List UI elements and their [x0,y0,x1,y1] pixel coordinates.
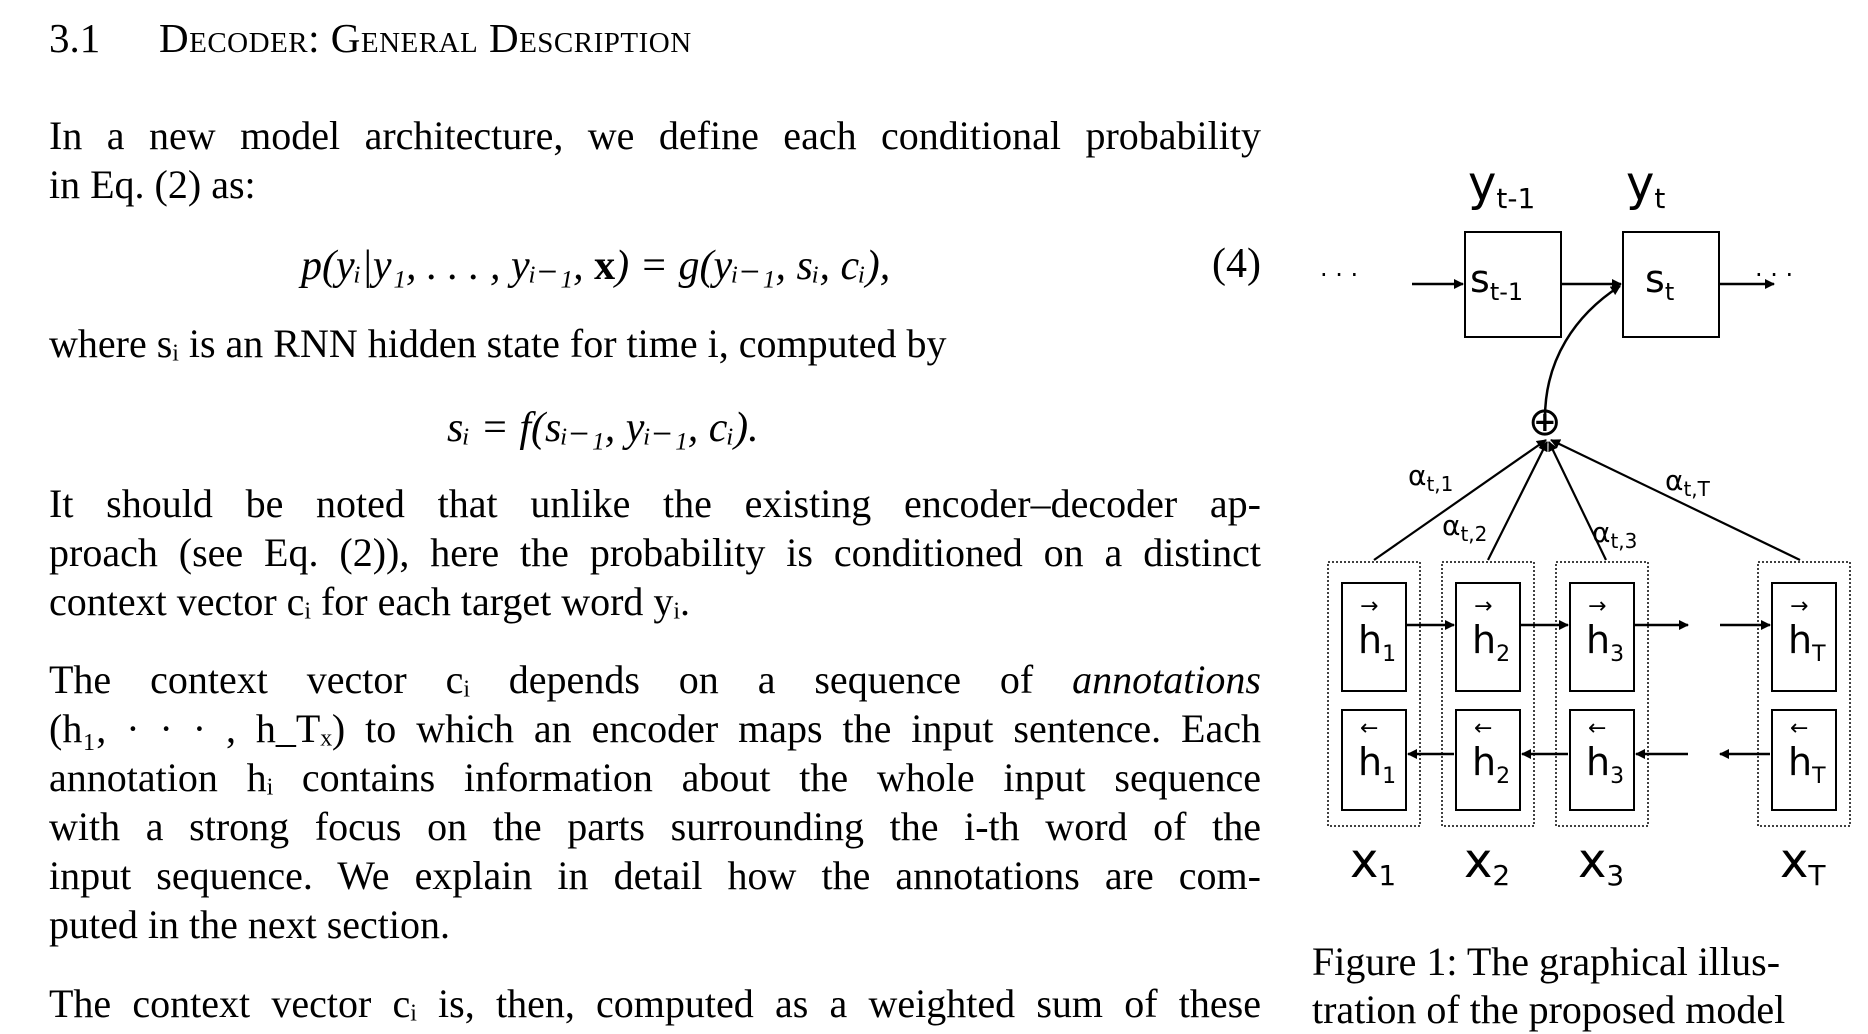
forward-label-1: → h1 [1358,594,1396,667]
svg-text:→: → [1790,594,1808,619]
paragraph-2-line: where sᵢ is an RNN hidden state for time… [49,321,947,366]
figure-caption: Figure 1: The graphical illus- tration o… [1312,938,1857,1034]
svg-text:h2: h2 [1472,618,1510,667]
backward-box-T [1771,709,1837,811]
attention-diagram: yt-1 yt · · · · · · st-1 st ⊕ αt,1 αt,2 … [1320,156,1851,892]
svg-text:→: → [1360,594,1378,619]
backward-box-1 [1341,709,1407,811]
forward-box-1 [1341,582,1407,692]
equation-s: sᵢ = f(sᵢ₋₁, yᵢ₋₁, cᵢ). [49,402,1261,452]
svg-text:h2: h2 [1472,740,1510,789]
equation-4-number: (4) [1212,241,1261,287]
forward-label-2: → h2 [1472,594,1510,667]
forward-box-2 [1455,582,1521,692]
equation-s-body: sᵢ = f(sᵢ₋₁, yᵢ₋₁, cᵢ). [447,405,759,451]
equation-4-lhs: p(yᵢ|y₁, . . . , yᵢ₋₁, [301,243,595,289]
svg-text:←: ← [1790,716,1808,741]
attention-line-T [1550,439,1801,561]
paragraph-2: where sᵢ is an RNN hidden state for time… [49,319,1261,368]
section-title: Decoder: General Description [159,15,692,61]
paragraph-4: The context vector cᵢ depends on a seque… [49,655,1261,949]
backward-box-3 [1569,709,1635,811]
encoder-column-T [1757,561,1851,827]
figure-caption-line-1: Figure 1: The graphical illus- [1312,939,1781,984]
state-label-t-minus-1: st-1 [1470,257,1523,306]
equation-4-bold-x: x [594,243,616,289]
encoder-column-1 [1327,561,1421,827]
paragraph-1-line-1: In a new model architecture, we define e… [49,113,1261,158]
svg-text:h1: h1 [1358,740,1396,789]
svg-text:←: ← [1588,716,1606,741]
paragraph-4-emphasis: annotations [1072,657,1261,702]
backward-label-1: ← h1 [1358,716,1396,789]
paragraph-1-line-2: in Eq. (2) as: [49,162,256,207]
state-label-t: st [1645,257,1674,306]
backward-label-T: ← hT [1788,716,1826,789]
paragraph-4-line-6: puted in the next section. [49,902,451,947]
attention-line-1 [1373,439,1547,561]
x-label-2: x2 [1464,833,1510,892]
svg-text:←: ← [1474,716,1492,741]
encoder-column-3 [1555,561,1649,827]
backward-label-3: ← h3 [1586,716,1624,789]
encoder-column-2 [1441,561,1535,827]
paragraph-3-line-1: It should be noted that unlike the exist… [49,481,1261,526]
svg-text:h1: h1 [1358,618,1396,667]
paragraph-4-line-4: with a strong focus on the parts surroun… [49,804,1261,849]
forward-box-T [1771,582,1837,692]
paragraph-5-line: The context vector cᵢ is, then, computed… [49,981,1261,1026]
paragraph-4-line-5: input sequence. We explain in detail how… [49,853,1261,898]
paragraph-3-line-3: context vector cᵢ for each target word y… [49,579,690,624]
alpha-label-2: αt,2 [1442,509,1487,546]
backward-label-2: ← h2 [1472,716,1510,789]
alpha-label-T: αt,T [1665,464,1711,501]
section-heading: 3.1 Decoder: General Description [49,14,692,62]
svg-text:hT: hT [1788,618,1826,667]
paragraph-4-line-2: (h₁, · · · , h_Tₓ) to which an encoder m… [49,706,1261,751]
paragraph-5: The context vector cᵢ is, then, computed… [49,979,1261,1028]
context-to-state-arrow [1543,284,1621,419]
svg-text:→: → [1474,594,1492,619]
paragraph-3-line-2: proach (see Eq. (2)), here the probabili… [49,530,1261,575]
x-label-1: x1 [1350,833,1396,892]
paragraph-3: It should be noted that unlike the exist… [49,479,1261,626]
equation-4: p(yᵢ|y₁, . . . , yᵢ₋₁, x) = g(yᵢ₋₁, sᵢ, … [49,240,1261,290]
svg-text:hT: hT [1788,740,1826,789]
svg-text:h3: h3 [1586,740,1624,789]
attention-line-3 [1548,441,1607,561]
paragraph-4-line-3: annotation hᵢ contains information about… [49,755,1261,800]
svg-text:←: ← [1360,716,1378,741]
y-label-t-minus-1: yt-1 [1468,156,1535,215]
backward-box-2 [1455,709,1521,811]
figure-caption-line-2: tration of the proposed model [1312,987,1786,1032]
alpha-label-1: αt,1 [1408,459,1453,496]
forward-label-T: → hT [1788,594,1826,667]
svg-text:h3: h3 [1586,618,1624,667]
paragraph-4-line-1-text: The context vector cᵢ depends on a seque… [49,657,1073,702]
equation-4-rhs: ) = g(yᵢ₋₁, sᵢ, cᵢ), [615,243,891,289]
ellipsis-left: · · · [1320,261,1358,289]
alpha-label-3: αt,3 [1592,516,1637,553]
paragraph-4-line-1: The context vector cᵢ depends on a seque… [49,655,1261,704]
section-number: 3.1 [49,15,101,61]
forward-label-3: → h3 [1586,594,1624,667]
forward-box-3 [1569,582,1635,692]
y-label-t: yt [1626,156,1665,215]
x-label-T: xT [1780,833,1826,892]
svg-text:→: → [1588,594,1606,619]
paragraph-1: In a new model architecture, we define e… [49,111,1261,209]
attention-line-2 [1487,441,1548,561]
x-label-3: x3 [1578,833,1624,892]
plus-node: ⊕ [1528,399,1562,445]
